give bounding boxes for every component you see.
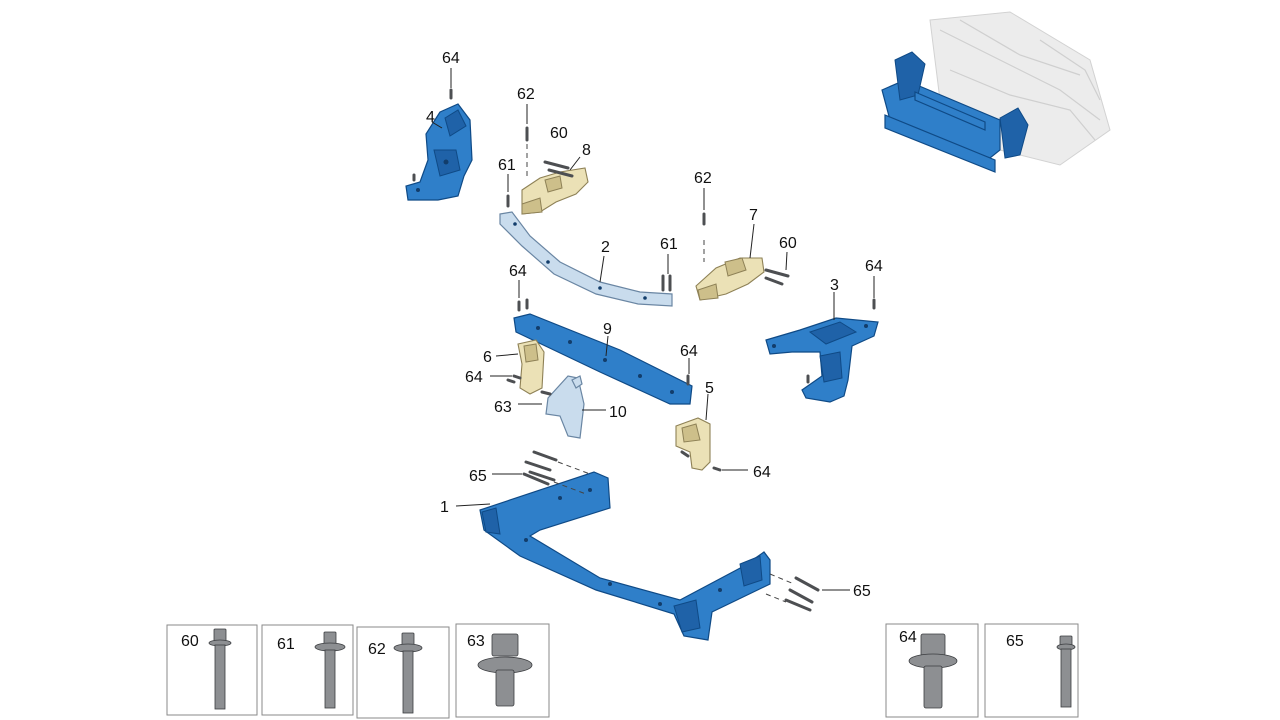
part-1-bumper-beam bbox=[455, 471, 771, 641]
callout-64: 64 bbox=[442, 50, 460, 67]
legend-box-62: 62 bbox=[356, 626, 450, 719]
callout-62: 62 bbox=[517, 86, 535, 103]
part-8-tan-bracket bbox=[521, 104, 589, 215]
legend-box-60: 60 bbox=[166, 624, 258, 716]
callout-64: 64 bbox=[680, 343, 698, 360]
callout-labels: 64 4 62 60 8 61 62 7 2 61 60 64 64 3 9 6… bbox=[426, 50, 883, 600]
callout-8: 8 bbox=[582, 142, 591, 159]
legend-label-63: 63 bbox=[467, 633, 485, 650]
legend-box-61: 61 bbox=[261, 624, 354, 716]
callout-10: 10 bbox=[609, 404, 627, 421]
part-6-tan-mount bbox=[490, 339, 545, 395]
washer-bolt-short-icon bbox=[477, 633, 533, 707]
part-9-blue-crossmember bbox=[513, 280, 693, 405]
part-7-tan-bracket bbox=[695, 188, 790, 301]
callout-4: 4 bbox=[426, 109, 435, 126]
callout-6: 6 bbox=[483, 349, 492, 366]
flange-bolt-icon bbox=[314, 631, 346, 709]
legend-label-62: 62 bbox=[368, 641, 386, 658]
legend-box-64: 64 bbox=[885, 623, 979, 718]
callout-62: 62 bbox=[694, 170, 712, 187]
bolts-65-left-group bbox=[492, 450, 591, 495]
part-4-left-bracket bbox=[405, 68, 473, 201]
callout-9: 9 bbox=[603, 321, 612, 338]
legend-label-60: 60 bbox=[181, 633, 199, 650]
legend-box-63: 63 bbox=[455, 623, 550, 718]
vehicle-locator-thumbnail bbox=[881, 11, 1111, 173]
callout-64: 64 bbox=[865, 258, 883, 275]
callout-60: 60 bbox=[779, 235, 797, 252]
legend-box-65: 65 bbox=[984, 623, 1079, 718]
part-10-silver-bracket bbox=[518, 375, 606, 439]
flange-bolt-icon bbox=[393, 632, 423, 714]
callout-2: 2 bbox=[601, 239, 610, 256]
callout-63: 63 bbox=[494, 399, 512, 416]
flange-bolt-long-icon bbox=[208, 628, 232, 710]
callout-1: 1 bbox=[440, 499, 449, 516]
part-2-silver-crossbar bbox=[499, 174, 673, 307]
callout-64: 64 bbox=[465, 369, 483, 386]
washer-bolt-short-icon bbox=[908, 633, 958, 709]
callout-64: 64 bbox=[753, 464, 771, 481]
legend-label-64: 64 bbox=[899, 629, 917, 646]
part-3-right-bracket bbox=[765, 276, 879, 403]
part-5-tan-mount bbox=[675, 393, 748, 472]
callout-61: 61 bbox=[660, 236, 678, 253]
callout-3: 3 bbox=[830, 277, 839, 294]
bolts-65-right-group bbox=[765, 573, 850, 612]
callout-61: 61 bbox=[498, 157, 516, 174]
legend-label-65: 65 bbox=[1006, 633, 1024, 650]
legend-label-61: 61 bbox=[277, 636, 295, 653]
hex-bolt-long-icon bbox=[1056, 635, 1076, 708]
callout-64: 64 bbox=[509, 263, 527, 280]
callout-5: 5 bbox=[705, 380, 714, 397]
fastener-legend: 60 61 62 bbox=[166, 623, 1079, 719]
callout-60: 60 bbox=[550, 125, 568, 142]
callout-65: 65 bbox=[853, 583, 871, 600]
callout-7: 7 bbox=[749, 207, 758, 224]
callout-65: 65 bbox=[469, 468, 487, 485]
